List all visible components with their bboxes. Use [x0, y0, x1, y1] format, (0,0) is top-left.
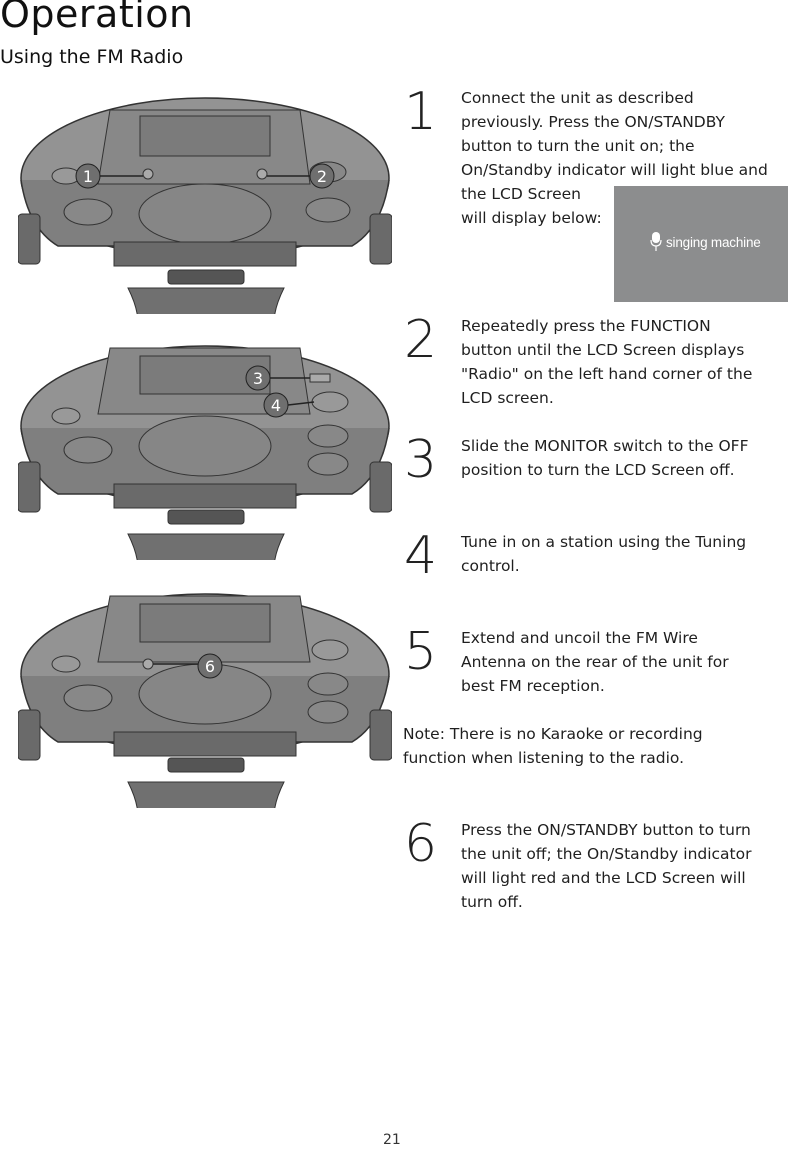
step-number-2: 2	[404, 310, 438, 370]
device-illustration-monitor-tuning: 3 4	[18, 338, 392, 560]
step-line: Antenna on the rear of the unit for	[461, 653, 729, 671]
step-line: Tune in on a station using the Tuning	[461, 533, 747, 551]
svg-text:4: 4	[271, 396, 281, 415]
step-line: On/Standby indicator will light blue and	[461, 161, 768, 179]
device-illustration-power-on: 1 2	[18, 88, 392, 314]
step-line: will display below:	[461, 209, 602, 227]
step-number-6: 6	[404, 814, 438, 874]
callout-6: 6	[197, 653, 223, 679]
page-number: 21	[383, 1132, 401, 1148]
step-line: button to turn the unit on; the	[461, 137, 695, 155]
step-text-6: Press the ON/STANDBY button to turn the …	[461, 818, 783, 914]
svg-text:3: 3	[253, 369, 263, 388]
step-line: will light red and the LCD Screen will	[461, 869, 746, 887]
step-line: button until the LCD Screen displays	[461, 341, 745, 359]
step-text-5: Extend and uncoil the FM Wire Antenna on…	[461, 626, 783, 698]
svg-text:1: 1	[83, 167, 93, 186]
karaoke-machine-diagram: 3 4	[18, 345, 392, 560]
step-line: Repeatedly press the FUNCTION	[461, 317, 711, 335]
lcd-screen-preview: singing machine	[614, 186, 788, 302]
note-text: There is no Karaoke or recording	[444, 725, 703, 743]
callout-1: 1	[75, 163, 101, 189]
note-line: Note: There is no Karaoke or recording	[403, 722, 783, 746]
step-line: LCD screen.	[461, 389, 554, 407]
callout-2: 2	[309, 163, 335, 189]
step-line: best FM reception.	[461, 677, 605, 695]
microphone-icon	[650, 232, 662, 251]
step-text-4: Tune in on a station using the Tuning co…	[461, 530, 783, 578]
note-line: function when listening to the radio.	[403, 749, 685, 767]
step-number-3: 3	[404, 430, 438, 490]
step-text-2: Repeatedly press the FUNCTION button unt…	[461, 314, 783, 410]
step-number-5: 5	[404, 622, 438, 682]
karaoke-machine-diagram: 1 2	[18, 97, 392, 314]
step-line: Extend and uncoil the FM Wire	[461, 629, 698, 647]
svg-text:2: 2	[317, 167, 327, 186]
logo-text: singing machine	[666, 234, 761, 250]
note: Note: There is no Karaoke or recording f…	[403, 722, 783, 770]
step-line: the LCD Screen	[461, 185, 581, 203]
step-line: turn off.	[461, 893, 523, 911]
svg-text:6: 6	[205, 657, 215, 676]
step-line: the unit off; the On/Standby indicator	[461, 845, 752, 863]
step-number-1: 1	[404, 82, 438, 142]
section-subtitle: Using the FM Radio	[0, 46, 184, 68]
step-line: Press the ON/STANDBY button to turn	[461, 821, 751, 839]
step-text-1: Connect the unit as described previously…	[461, 86, 783, 230]
page-title: Operation	[0, 0, 194, 36]
karaoke-machine-diagram: 6	[18, 593, 392, 808]
device-illustration-power-off: 6	[18, 586, 392, 808]
singing-machine-logo: singing machine	[650, 232, 761, 252]
step-text-3: Slide the MONITOR switch to the OFF posi…	[461, 434, 783, 482]
step-line: previously. Press the ON/STANDBY	[461, 113, 725, 131]
callout-4: 4	[263, 392, 289, 418]
step-line: Slide the MONITOR switch to the OFF	[461, 437, 749, 455]
step-line: "Radio" on the left hand corner of the	[461, 365, 753, 383]
callout-3: 3	[245, 365, 271, 391]
step-line: position to turn the LCD Screen off.	[461, 461, 735, 479]
step-line: control.	[461, 557, 520, 575]
step-line: Connect the unit as described	[461, 89, 694, 107]
note-label: Note:	[403, 725, 445, 743]
step-number-4: 4	[404, 526, 438, 586]
